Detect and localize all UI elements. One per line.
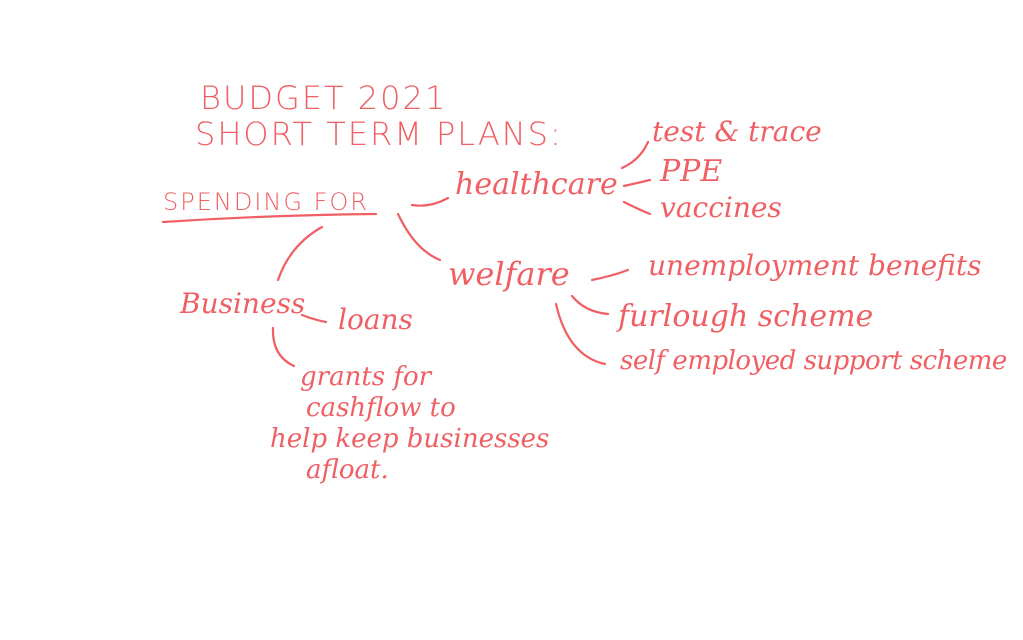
- grants-line-3: help keep businesses: [270, 424, 550, 454]
- leaf-test-trace: test & trace: [652, 115, 822, 148]
- grants-line-2: cashflow to: [306, 393, 456, 423]
- connector-spending-welfare: [396, 212, 442, 262]
- leaf-grants: grants for cashflow to help keep busines…: [270, 362, 549, 486]
- node-business: Business: [180, 287, 306, 320]
- node-welfare: welfare: [448, 255, 570, 293]
- root-node-spending-for: SPENDING FOR: [163, 188, 369, 216]
- spending-underline: [161, 212, 378, 224]
- connector-welfare-furlough: [570, 294, 610, 316]
- leaf-furlough-scheme: furlough scheme: [618, 299, 874, 334]
- grants-line-4: afloat.: [306, 455, 389, 485]
- connector-business-grants: [271, 326, 296, 368]
- connector-spending-healthcare: [410, 196, 450, 207]
- leaf-loans: loans: [338, 303, 413, 336]
- grants-line-1: grants for: [300, 362, 432, 392]
- leaf-self-employed-support-scheme: self employed support scheme: [620, 346, 1007, 376]
- node-healthcare: healthcare: [455, 167, 618, 202]
- connector-spending-business: [276, 225, 324, 282]
- connector-healthcare-ppe: [622, 178, 652, 188]
- leaf-ppe: PPE: [660, 154, 723, 189]
- connector-welfare-unemployment: [590, 268, 630, 282]
- connector-healthcare-test-trace: [620, 140, 650, 170]
- title-line-1: BUDGET 2021: [200, 79, 448, 117]
- connector-healthcare-vaccines: [622, 200, 652, 216]
- leaf-unemployment-benefits: unemployment benefits: [648, 249, 982, 282]
- connector-business-loans: [300, 313, 328, 324]
- title-line-2: SHORT TERM PLANS:: [195, 115, 563, 153]
- leaf-vaccines: vaccines: [660, 191, 782, 224]
- connector-welfare-self-employed: [554, 302, 607, 366]
